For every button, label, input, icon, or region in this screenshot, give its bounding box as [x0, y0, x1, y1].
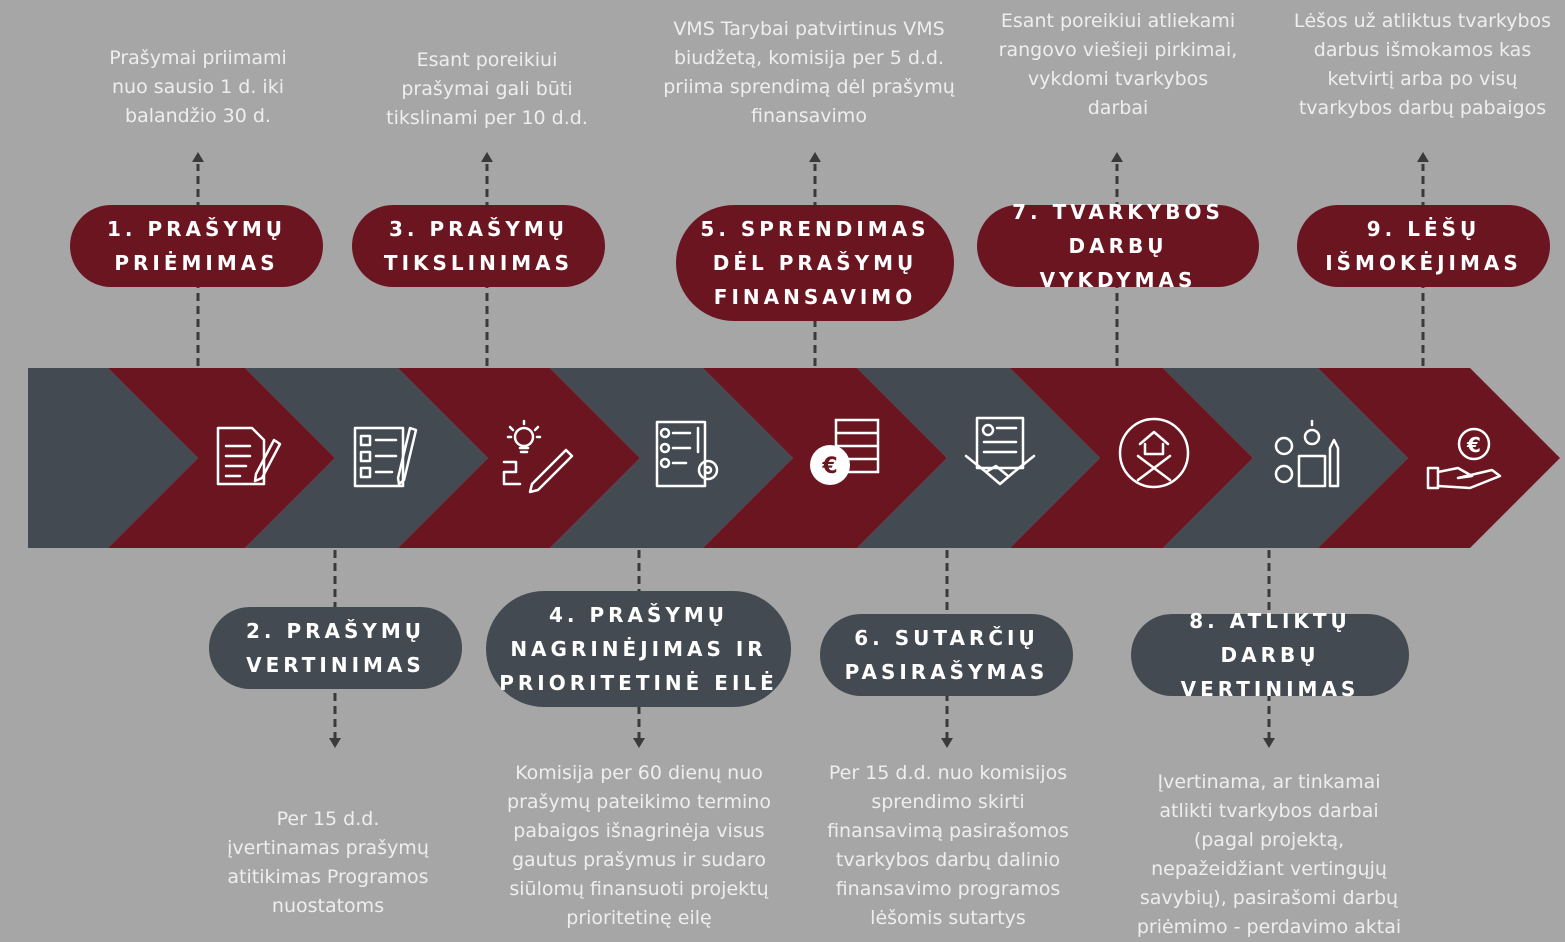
- arrow-segment-start: [28, 368, 198, 548]
- arrowhead-down-6: [941, 738, 953, 748]
- step-2-title: 2. PRAŠYMŲ VERTINIMAS: [209, 607, 462, 689]
- step-9-title: 9. LĖŠŲ IŠMOKĖJIMAS: [1297, 205, 1550, 287]
- step-4-title: 4. PRAŠYMŲ NAGRINĖJIMAS IR PRIORITETINĖ …: [486, 591, 791, 707]
- step-5-title: 5. SPRENDIMAS DĖL PRAŠYMŲ FINANSAVIMO: [676, 205, 954, 321]
- checklist-pen-icon: [353, 426, 418, 488]
- step-6-title: 6. SUTARČIŲ PASIRAŠYMAS: [820, 614, 1073, 696]
- arrow-segment-3: [398, 368, 640, 548]
- step-8-title: 8. ATLIKTŲ DARBŲ VERTINIMAS: [1131, 609, 1409, 701]
- arrow-segment-9: [1318, 368, 1560, 548]
- arrowhead-down-4: [633, 738, 645, 748]
- arrowheads-top: [192, 152, 1429, 162]
- arrowhead-up-3: [481, 152, 493, 162]
- step-3-description: Esant poreikiui prašymai gali būti tiksl…: [386, 49, 588, 129]
- euro-coins-icon: €: [810, 418, 880, 485]
- step-1-title: 1. PRAŠYMŲ PRIĖMIMAS: [70, 205, 323, 287]
- connectors-bottom: [333, 550, 1271, 738]
- arrowhead-up-7: [1111, 152, 1123, 162]
- arrowhead-down-2: [329, 738, 341, 748]
- arrow-segment-6: [857, 368, 1100, 548]
- arrow-segment-8: [1163, 368, 1408, 548]
- step-8-description: Įvertinama, ar tinkamai atlikti tvarkybo…: [1136, 771, 1402, 938]
- step-7-description: Esant poreikiui atliekami rangovo viešie…: [998, 10, 1238, 119]
- gears-bulb-icon: [1274, 419, 1340, 488]
- document-pen-icon: [216, 426, 282, 486]
- step-4-description: Komisija per 60 dienų nuo prašymų pateik…: [507, 762, 771, 929]
- step-2-description: Per 15 d.d. įvertinamas prašymų atitikim…: [227, 808, 429, 917]
- arrow-segment-2: [245, 368, 488, 548]
- svg-text:€: €: [1466, 433, 1481, 457]
- step-1-description: Prašymai priimami nuo sausio 1 d. iki ba…: [109, 47, 287, 127]
- arrowhead-down-8: [1263, 738, 1275, 748]
- arrow-segment-7: [1010, 368, 1253, 548]
- step-5-description: VMS Tarybai patvirtinus VMS biudžetą, ko…: [663, 18, 955, 127]
- arrow-band: [28, 368, 1560, 548]
- connectors-top: [196, 164, 1425, 366]
- arrowhead-up-9: [1417, 152, 1429, 162]
- arrow-segment-4: [550, 368, 793, 548]
- arrow-segment-1: [108, 368, 335, 548]
- ranked-list-gear-icon: [655, 420, 719, 488]
- house-tools-icon: [1118, 417, 1190, 489]
- contract-handshake-icon: [964, 416, 1036, 486]
- arrowhead-up-5: [809, 152, 821, 162]
- step-6-description: Per 15 d.d. nuo komisijos sprendimo skir…: [827, 762, 1069, 929]
- arrowhead-up-1: [192, 152, 204, 162]
- arrowheads-bottom: [329, 738, 1275, 748]
- svg-text:€: €: [821, 454, 837, 479]
- step-9-description: Lėšos už atliktus tvarkybos darbus išmok…: [1293, 10, 1552, 119]
- lightbulb-pencil-icon: [502, 419, 574, 494]
- step-3-title: 3. PRAŠYMŲ TIKSLINIMAS: [352, 205, 605, 287]
- step-7-title: 7. TVARKYBOS DARBŲ VYKDYMAS: [977, 200, 1259, 292]
- euro-hand-icon: €: [1426, 427, 1502, 490]
